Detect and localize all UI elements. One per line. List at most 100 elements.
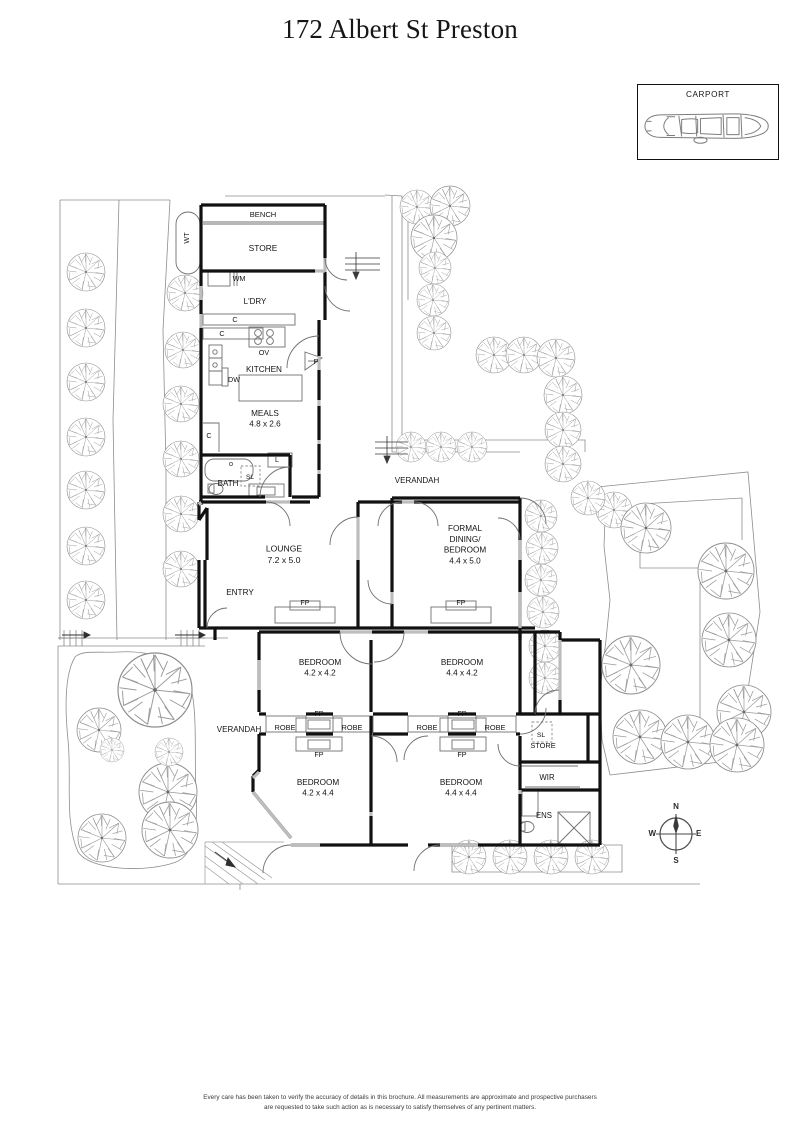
room-label-cup-3: C: [206, 431, 211, 440]
room-label-text: DW: [228, 375, 240, 384]
room-label-fp-ne-bot: FP: [457, 750, 466, 759]
room-label-store: STORE: [249, 243, 278, 253]
room-label-linen: L: [275, 455, 279, 464]
room-label-text: BEDROOM: [440, 778, 482, 787]
room-label-text: ENS: [536, 811, 552, 820]
room-label-kitchen: KITCHEN: [246, 365, 282, 374]
room-label-verandah-top: VERANDAH: [395, 476, 440, 485]
room-label-entry: ENTRY: [226, 588, 254, 597]
room-label-bath: BATH: [218, 479, 239, 488]
room-label-robe-1: ROBE: [275, 723, 296, 732]
room-label-bedroom-se: BEDROOM 4.4 x 4.4: [440, 778, 482, 798]
room-label-fp-lounge: FP: [300, 598, 309, 607]
room-label-fp-nw-bot: FP: [314, 750, 323, 759]
room-label-text: MEALS: [251, 409, 279, 418]
room-label-text: VERANDAH: [217, 725, 262, 734]
room-label-text: FP: [457, 750, 466, 759]
room-label-text: ROBE: [485, 723, 506, 732]
fixtures-layer: [175, 211, 591, 845]
room-label-text: 4.2 x 4.2: [304, 669, 336, 678]
room-label-text: 4.4 x 4.2: [446, 669, 478, 678]
room-label-text: C: [232, 315, 237, 324]
room-label-text: FP: [314, 709, 323, 718]
room-label-robe-4: ROBE: [485, 723, 506, 732]
room-label-wir: WIR: [539, 773, 555, 782]
room-label-bedroom-sw: BEDROOM 4.2 x 4.4: [297, 778, 339, 798]
room-label-text: SL: [537, 732, 546, 739]
room-label-text: ROBE: [275, 723, 296, 732]
room-label-text: WIR: [539, 773, 555, 782]
room-label-text: C: [219, 329, 224, 338]
compass-south-label: S: [673, 856, 679, 865]
compass-north-label: N: [673, 802, 679, 811]
compass-west-label: W: [648, 829, 656, 838]
room-label-text: 4.8 x 2.6: [249, 420, 281, 429]
room-label-fp-nw-top: FP: [314, 709, 323, 718]
trees-layer: [67, 186, 771, 874]
carport-box: CARPORT: [637, 84, 779, 160]
room-label-text: FORMAL: [448, 524, 483, 533]
room-label-text: ENTRY: [226, 588, 254, 597]
room-label-text: ROBE: [417, 723, 438, 732]
room-label-text: BEDROOM: [444, 546, 486, 555]
room-label-text: DINING/: [450, 535, 482, 544]
room-label-text: WT: [182, 232, 191, 244]
room-label-text: BATH: [218, 479, 239, 488]
room-label-meals: MEALS 4.8 x 2.6: [249, 409, 281, 429]
room-label-wt: WT: [182, 232, 191, 244]
disclaimer-line-2: are requested to take such action as is …: [263, 1103, 537, 1111]
room-label-text: FP: [457, 709, 466, 718]
room-label-text: 4.4 x 5.0: [449, 556, 481, 565]
room-label-text: 4.2 x 4.4: [302, 789, 334, 798]
room-label-fp-ne-top: FP: [457, 709, 466, 718]
car-top-view-icon: [644, 113, 769, 144]
room-label-text: 7.2 x 5.0: [268, 555, 301, 565]
room-label-store-2: STORE: [530, 741, 555, 750]
room-labels-layer: BENCHSTOREWTWML'DRYCCOVPKITCHENDWMEALS4.…: [182, 210, 556, 820]
room-label-text: STORE: [530, 741, 555, 750]
room-label-bench: BENCH: [250, 210, 277, 219]
disclaimer: Every care has been taken to verify the …: [0, 1093, 800, 1112]
room-label-text: 4.4 x 4.4: [445, 789, 477, 798]
room-label-text: LOUNGE: [266, 544, 303, 554]
room-label-text: OV: [259, 348, 270, 357]
room-label-dw: DW: [228, 375, 240, 384]
room-label-text: P: [314, 357, 319, 366]
room-label-fp-dining: FP: [456, 598, 465, 607]
room-label-text: BENCH: [250, 210, 277, 219]
page-title: 172 Albert St Preston: [282, 14, 518, 44]
room-label-text: FP: [300, 598, 309, 607]
room-label-cup-1: C: [232, 315, 237, 324]
room-label-text: ROBE: [342, 723, 363, 732]
room-label-robe-2: ROBE: [342, 723, 363, 732]
room-label-bedroom-ne: BEDROOM 4.4 x 4.2: [441, 658, 483, 678]
room-label-sl-store: SL: [537, 732, 546, 739]
room-label-text: KITCHEN: [246, 365, 282, 374]
room-label-text: STORE: [249, 243, 278, 253]
room-label-text: BEDROOM: [441, 658, 483, 667]
disclaimer-line-1: Every care has been taken to verify the …: [203, 1094, 597, 1101]
room-label-verandah-west: VERANDAH: [217, 725, 262, 734]
room-label-text: FP: [314, 750, 323, 759]
compass-rose: N S E W: [640, 800, 712, 868]
room-label-sl-bath: SL: [246, 474, 254, 481]
compass-east-label: E: [696, 829, 702, 838]
room-label-text: L'DRY: [244, 297, 267, 306]
doors-layer: [206, 257, 560, 874]
room-label-ov: OV: [259, 348, 270, 357]
room-label-text: FP: [456, 598, 465, 607]
room-label-ldry: L'DRY: [244, 297, 267, 306]
room-label-wm: WM: [233, 274, 246, 283]
room-label-text: C: [206, 431, 211, 440]
openings-layer: [197, 258, 562, 847]
room-label-cup-2: C: [219, 329, 224, 338]
room-label-bedroom-nw: BEDROOM 4.2 x 4.2: [299, 658, 341, 678]
room-label-text: SL: [246, 474, 254, 481]
room-label-text: BEDROOM: [299, 658, 341, 667]
room-label-text: L: [275, 455, 279, 464]
room-label-text: BEDROOM: [297, 778, 339, 787]
room-label-robe-3: ROBE: [417, 723, 438, 732]
